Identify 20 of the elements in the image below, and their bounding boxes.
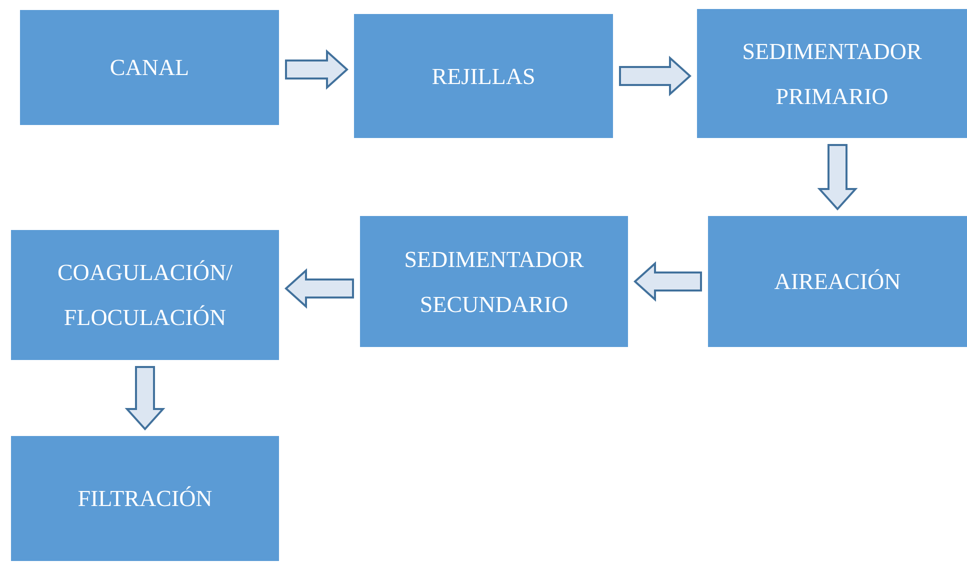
process-label: SEDIMENTADOR PRIMARIO: [741, 38, 923, 110]
process-box: [360, 216, 628, 347]
block-arrow: [124, 366, 166, 430]
process-box: [11, 436, 279, 561]
process-label: REJILLAS: [432, 62, 536, 90]
process-label: SEDIMENTADOR SECUNDARIO: [403, 246, 585, 318]
process-box: [20, 10, 279, 125]
process-box: [11, 230, 279, 360]
process-label: FILTRACIÓN: [78, 485, 212, 513]
process-label: COAGULACIÓN/ FLOCULACIÓN: [56, 259, 234, 332]
block-arrow: [817, 144, 858, 210]
block-arrow: [285, 49, 348, 90]
block-arrow: [619, 56, 692, 96]
block-arrow: [634, 261, 702, 302]
process-box: [354, 14, 613, 138]
block-arrow: [284, 268, 354, 309]
process-label: CANAL: [110, 54, 190, 82]
process-box: [708, 216, 967, 347]
process-box: [697, 9, 967, 138]
process-label: AIREACIÓN: [774, 268, 901, 296]
